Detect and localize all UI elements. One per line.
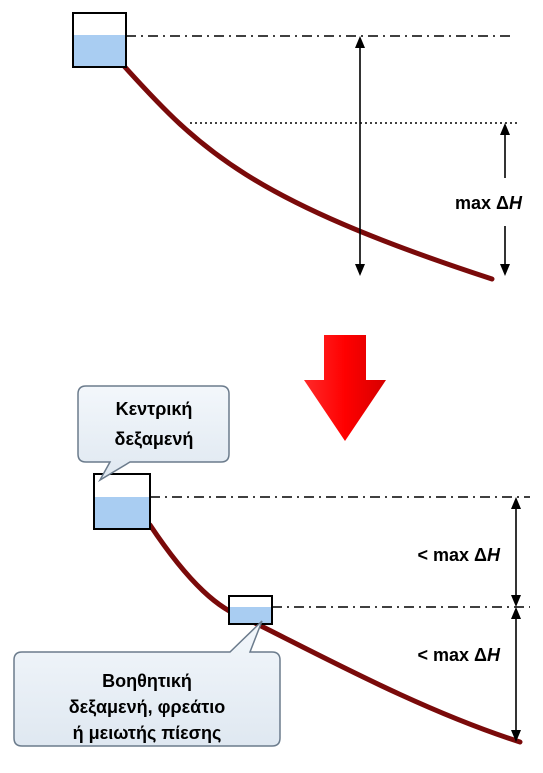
auxiliary-tank [228, 595, 273, 625]
central-tank-callout: Κεντρική δεξαμενή [77, 385, 230, 483]
bottom-lower-dh-label: < max ΔH [418, 645, 501, 665]
central-reservoir [93, 473, 151, 530]
top-diagram: max ΔH [72, 12, 523, 282]
bottom-lower-dh-arrow [511, 607, 521, 742]
top-total-head-arrow [355, 36, 365, 276]
bottom-pipe [147, 522, 523, 745]
auxiliary-tank-callout: Βοηθητική δεξαμενή, φρεάτιο ή μειωτής πί… [13, 620, 281, 747]
top-reservoir [72, 12, 127, 68]
top-pipe [121, 63, 495, 282]
central-tank-callout-line-1: Κεντρική [116, 399, 193, 419]
bottom-upper-dh-label: < max ΔH [418, 545, 501, 565]
bottom-diagram: < max ΔH < max ΔH [93, 473, 530, 745]
transition-arrow [304, 335, 386, 441]
top-max-dh-arrow [500, 123, 510, 276]
bottom-upper-dh-arrow [511, 497, 521, 607]
auxiliary-tank-callout-line-3: ή μειωτής πίεσης [73, 723, 222, 743]
auxiliary-tank-callout-line-2: δεξαμενή, φρεάτιο [69, 697, 226, 718]
top-max-dh-label: max ΔH [455, 193, 523, 213]
auxiliary-tank-callout-line-1: Βοηθητική [102, 671, 192, 691]
central-tank-callout-line-2: δεξαμενή [115, 429, 194, 450]
